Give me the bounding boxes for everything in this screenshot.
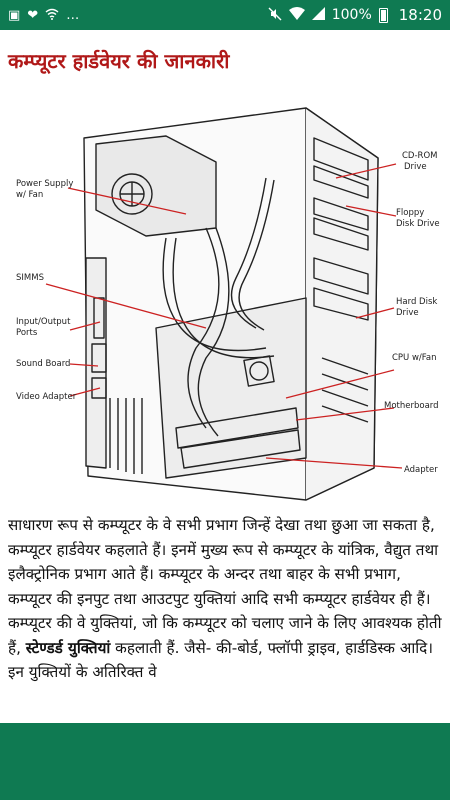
label-floppy-line1: Floppy bbox=[396, 208, 424, 218]
cell-signal-icon bbox=[311, 7, 325, 23]
label-floppy: Floppy Disk Drive bbox=[396, 208, 440, 229]
mute-icon bbox=[268, 7, 282, 24]
label-adapter: Adapter bbox=[404, 465, 438, 475]
wifi-notification-icon bbox=[45, 8, 59, 23]
label-motherboard: Motherboard bbox=[384, 401, 439, 411]
label-power-supply-line2: w/ Fan bbox=[16, 190, 43, 200]
label-cd-rom-line1: CD-ROM bbox=[402, 151, 437, 161]
bottom-banner bbox=[0, 723, 450, 800]
battery-percent: 100% bbox=[331, 7, 372, 23]
label-sound-board: Sound Board bbox=[16, 359, 70, 369]
label-power-supply-line1: Power Supply bbox=[16, 179, 73, 189]
label-simms-line1: SIMMS bbox=[16, 273, 44, 283]
computer-hardware-diagram: Power Supply w/ Fan SIMMS Input/Output P… bbox=[16, 107, 440, 501]
label-cd-rom: CD-ROM Drive bbox=[402, 151, 440, 172]
photo-notification-icon: ▣ bbox=[8, 7, 21, 23]
status-left: ▣ ❤ … bbox=[8, 8, 79, 23]
label-cpu: CPU w/Fan bbox=[392, 353, 437, 363]
label-cd-rom-line2: Drive bbox=[404, 162, 427, 172]
label-motherboard-line1: Motherboard bbox=[384, 401, 439, 411]
clock: 18:20 bbox=[398, 6, 442, 24]
label-hard-disk: Hard Disk Drive bbox=[396, 297, 440, 318]
label-io-line1: Input/Output bbox=[16, 317, 71, 327]
page-title: कम्प्यूटर हार्डवेयर की जानकारी bbox=[8, 49, 230, 73]
article-bold-term: स्टेण्डर्ड युक्तियां bbox=[25, 638, 111, 657]
heart-notification-icon: ❤ bbox=[27, 7, 39, 23]
status-bar: ▣ ❤ … 100% 18:20 bbox=[0, 0, 450, 30]
wifi-signal-icon bbox=[288, 7, 305, 23]
label-floppy-line2: Disk Drive bbox=[396, 219, 440, 229]
article-body: साधारण रूप से कम्प्यूटर के वे सभी प्रभाग… bbox=[8, 513, 444, 685]
label-power-supply: Power Supply w/ Fan bbox=[16, 179, 76, 200]
label-cpu-line1: CPU w/Fan bbox=[392, 353, 437, 363]
more-notifications-icon: … bbox=[66, 7, 80, 23]
label-adapter-line1: Adapter bbox=[404, 465, 438, 475]
article-text-part2: कहलाती हैं. जैसे- की-बोर्ड, फ्लॉपी ड्राइ… bbox=[8, 638, 433, 682]
status-right: 100% 18:20 bbox=[268, 6, 442, 24]
article-scroll-area[interactable]: कम्प्यूटर हार्डवेयर की जानकारी bbox=[0, 30, 450, 723]
label-hard-disk-line1: Hard Disk bbox=[396, 297, 437, 307]
label-sound-board-line1: Sound Board bbox=[16, 359, 70, 369]
label-hard-disk-line2: Drive bbox=[396, 308, 419, 318]
label-video-adapter: Video Adapter bbox=[16, 392, 77, 402]
label-simms: SIMMS bbox=[16, 273, 44, 283]
article-text-part1: साधारण रूप से कम्प्यूटर के वे सभी प्रभाग… bbox=[8, 516, 442, 657]
label-input-output: Input/Output Ports bbox=[16, 317, 73, 338]
label-video-adapter-line1: Video Adapter bbox=[16, 392, 77, 402]
battery-icon bbox=[378, 7, 388, 23]
label-io-line2: Ports bbox=[16, 328, 38, 338]
